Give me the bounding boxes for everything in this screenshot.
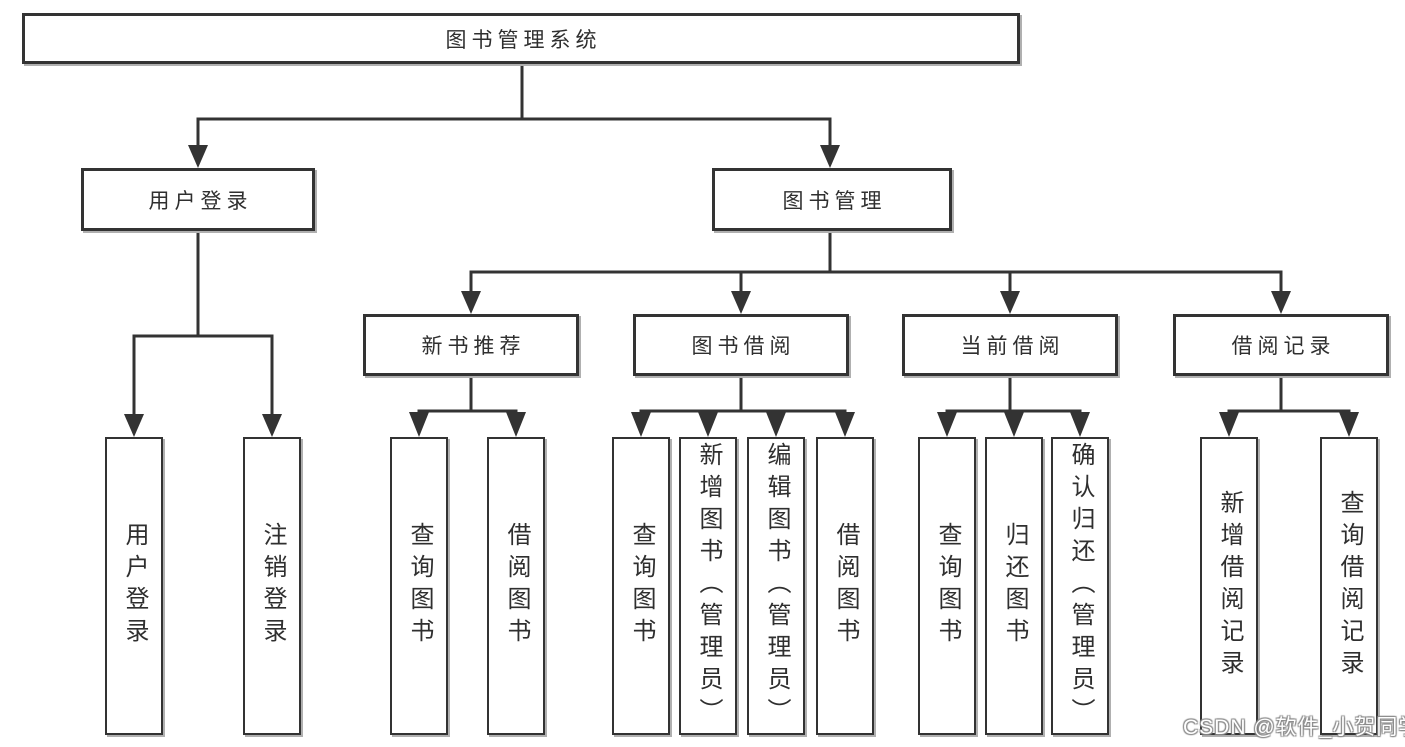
leaf-return-book: 归还图书: [985, 437, 1043, 735]
leaf-label: 新增图书（管理员）: [695, 442, 722, 730]
leaf-label: 借阅图书: [832, 522, 859, 650]
node-user-login: 用户登录: [81, 168, 315, 231]
leaf-add-book-admin: 新增图书（管理员）: [679, 437, 737, 735]
leaf-edit-book-admin: 编辑图书（管理员）: [747, 437, 805, 735]
watermark: CSDN @软件_小贺同学: [1183, 716, 1405, 739]
leaf-query-borrow-record: 查询借阅记录: [1320, 437, 1378, 735]
leaf-label: 用户登录: [121, 522, 148, 650]
leaf-label: 新增借阅记录: [1216, 490, 1243, 682]
leaf-confirm-return-admin: 确认归还（管理员）: [1051, 437, 1109, 735]
leaf-query-books-recommend: 查询图书: [390, 437, 448, 735]
leaf-label: 注销登录: [259, 522, 286, 650]
node-borrowing-records: 借阅记录: [1173, 314, 1389, 376]
leaf-label: 查询借阅记录: [1336, 490, 1363, 682]
node-book-management: 图书管理: [712, 168, 952, 231]
leaf-label: 编辑图书（管理员）: [763, 442, 790, 730]
leaf-label: 借阅图书: [503, 522, 530, 650]
leaf-user-login: 用户登录: [105, 437, 163, 735]
node-new-book-recommendation: 新书推荐: [363, 314, 579, 376]
node-library-system: 图书管理系统: [22, 13, 1020, 64]
leaf-query-books-borrowing: 查询图书: [612, 437, 670, 735]
node-book-borrowing: 图书借阅: [633, 314, 849, 376]
leaf-borrow-books-recommend: 借阅图书: [487, 437, 545, 735]
leaf-add-borrow-record: 新增借阅记录: [1200, 437, 1258, 735]
leaf-borrow-books: 借阅图书: [816, 437, 874, 735]
leaf-label: 归还图书: [1001, 522, 1028, 650]
leaf-label: 查询图书: [406, 522, 433, 650]
leaf-label: 查询图书: [628, 522, 655, 650]
leaf-label: 查询图书: [934, 522, 961, 650]
leaf-query-books-current: 查询图书: [918, 437, 976, 735]
leaf-logout: 注销登录: [243, 437, 301, 735]
node-current-borrowing: 当前借阅: [902, 314, 1118, 376]
leaf-label: 确认归还（管理员）: [1067, 442, 1094, 730]
